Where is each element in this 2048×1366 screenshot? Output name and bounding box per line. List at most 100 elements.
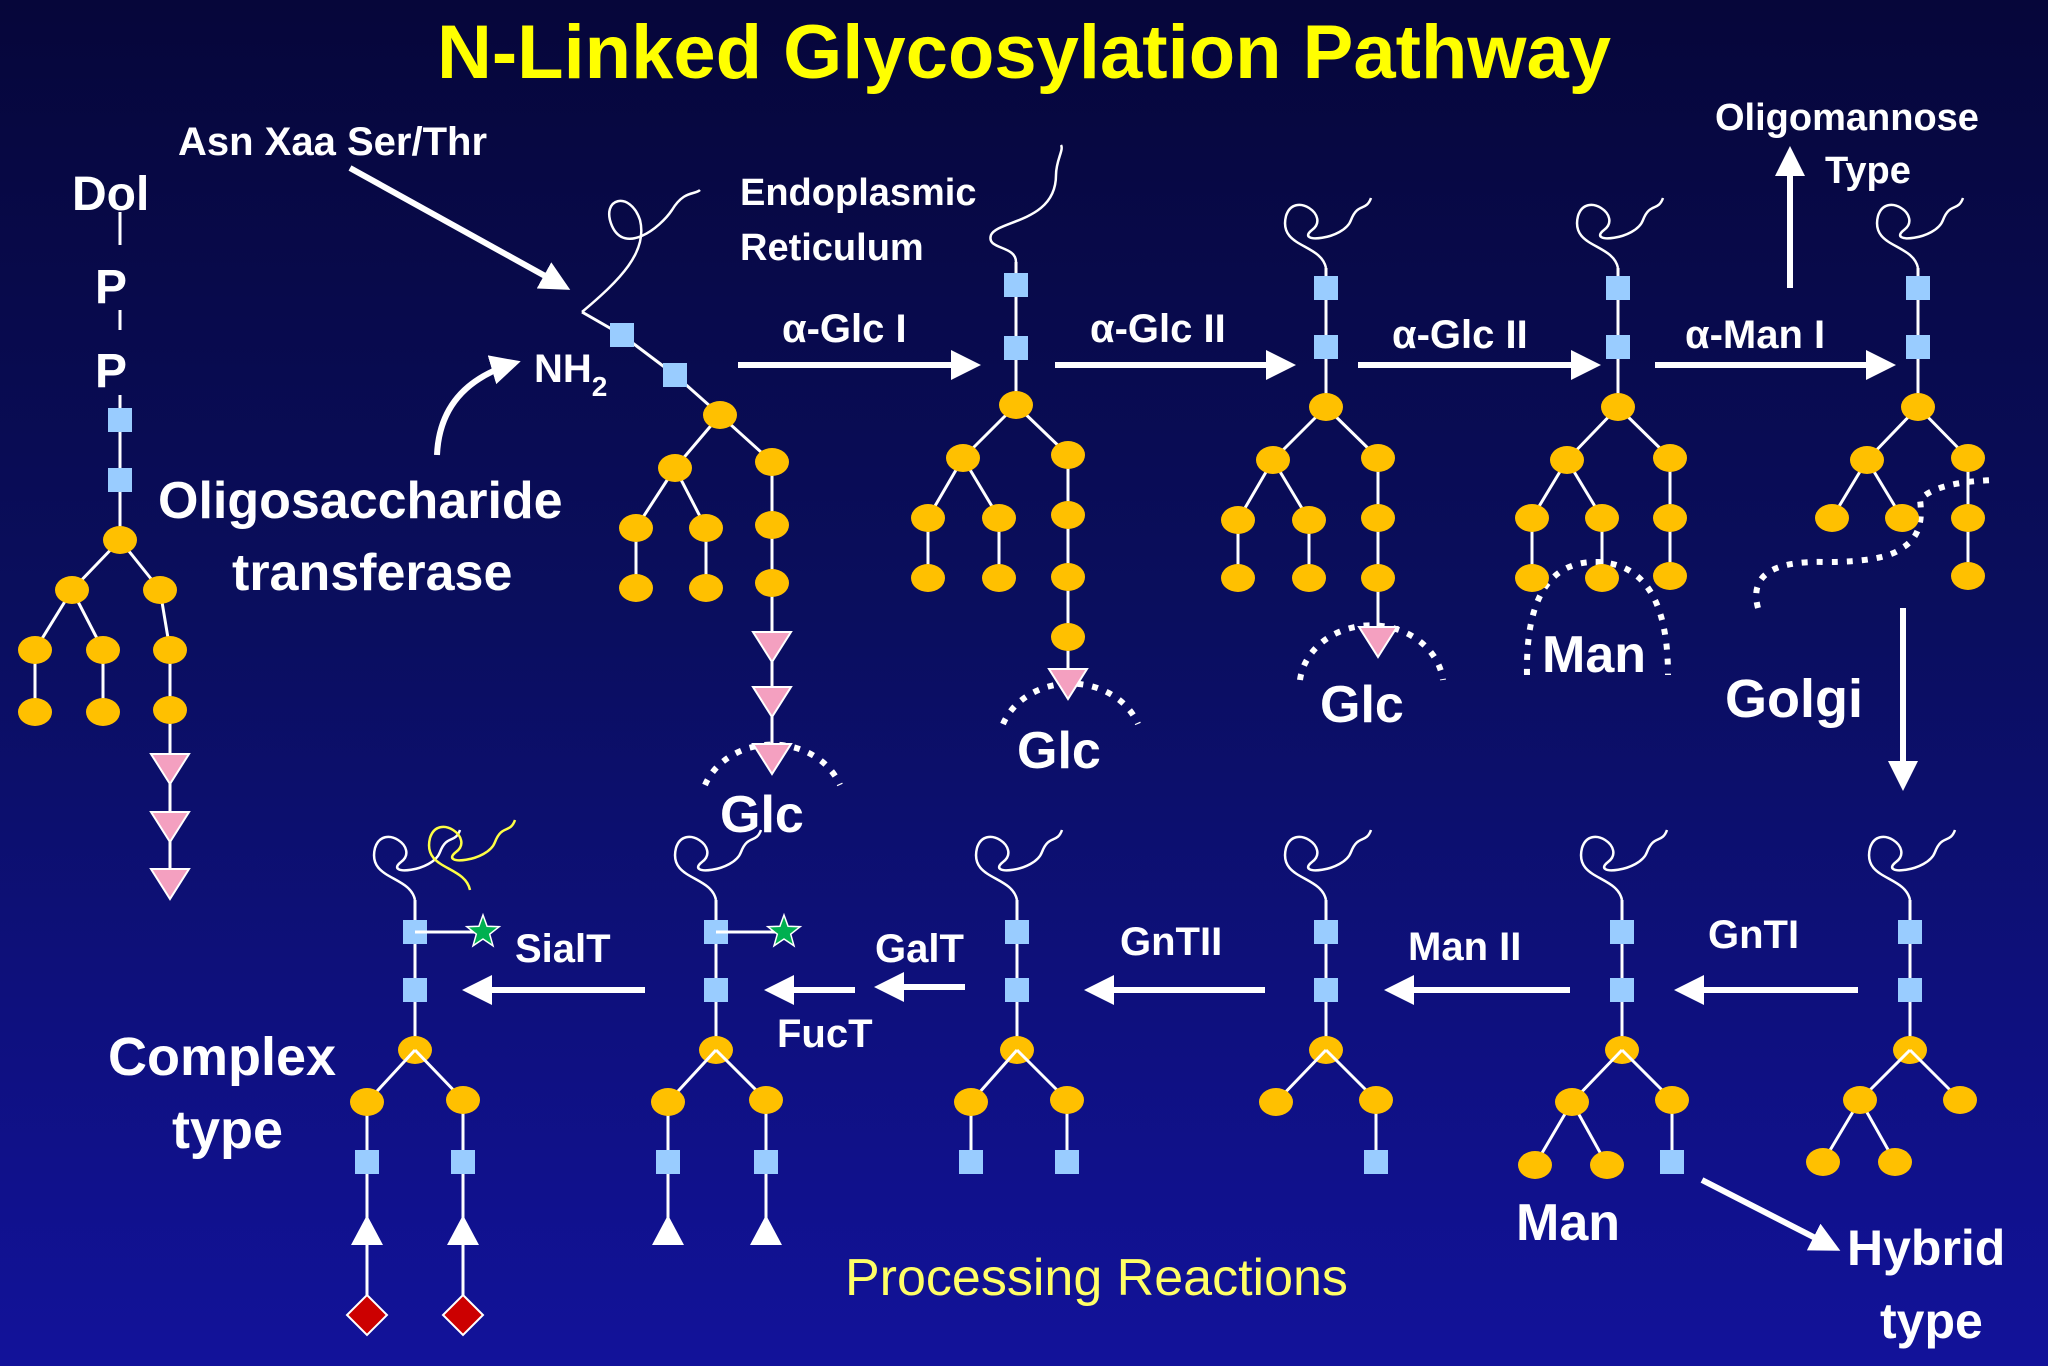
mannose-icon bbox=[446, 1086, 480, 1114]
enzyme-gnt1: GnTI bbox=[1708, 913, 1799, 957]
mannose-icon bbox=[619, 514, 653, 542]
mannose-icon bbox=[1590, 1151, 1624, 1179]
galactose-icon bbox=[750, 1215, 782, 1245]
cleavage-marks bbox=[702, 477, 1996, 787]
mannose-icon bbox=[1878, 1148, 1912, 1176]
glc-removed-label-2: Glc bbox=[1017, 722, 1101, 780]
glcnac-icon bbox=[1606, 335, 1630, 359]
glcnac-icon bbox=[1314, 978, 1338, 1002]
er-label-line2: Reticulum bbox=[740, 227, 924, 269]
mannose-icon bbox=[143, 576, 177, 604]
page-title: N-Linked Glycosylation Pathway bbox=[437, 10, 1611, 95]
ost-label-line2: transferase bbox=[232, 544, 512, 602]
man-removed-label: Man bbox=[1542, 626, 1646, 684]
protein-chain-icon bbox=[673, 829, 763, 901]
mannose-icon bbox=[1951, 562, 1985, 590]
mannose-icon bbox=[1361, 444, 1395, 472]
mannose-icon bbox=[1655, 1086, 1689, 1114]
mannose-icon bbox=[946, 444, 980, 472]
protein-chain-icon bbox=[372, 829, 462, 901]
mannose-icon bbox=[1555, 1088, 1589, 1116]
glcnac-icon bbox=[108, 408, 132, 432]
glcnac-icon bbox=[1004, 273, 1028, 297]
mannose-icon bbox=[1359, 1086, 1393, 1114]
mannose-icon bbox=[1601, 393, 1635, 421]
mannose-icon bbox=[749, 1086, 783, 1114]
glcnac-icon bbox=[1005, 920, 1029, 944]
mannose-icon bbox=[1850, 446, 1884, 474]
glcnac-icon bbox=[1906, 276, 1930, 300]
mannose-icon bbox=[1292, 506, 1326, 534]
mannose-icon bbox=[689, 574, 723, 602]
man-cleavage-arc bbox=[1523, 558, 1671, 676]
mannose-icon bbox=[755, 448, 789, 476]
enzyme-alpha-man-1: α-Man I bbox=[1685, 313, 1825, 357]
protein-chain-icon bbox=[1867, 829, 1957, 901]
protein-chain-icon bbox=[581, 188, 701, 313]
connector-layer bbox=[348, 146, 1996, 1251]
mannose-icon bbox=[1901, 393, 1935, 421]
mannose-icon bbox=[350, 1088, 384, 1116]
mannose-icon bbox=[1051, 501, 1085, 529]
mannose-icon bbox=[1051, 441, 1085, 469]
mannose-icon bbox=[1515, 504, 1549, 532]
mannose-icon bbox=[55, 576, 89, 604]
glucose-icon bbox=[149, 868, 191, 901]
sialic-acid-icon bbox=[441, 1293, 485, 1337]
glcnac-icon bbox=[1660, 1150, 1684, 1174]
mannose-icon bbox=[1653, 444, 1687, 472]
mannose-icon bbox=[153, 696, 187, 724]
mannose-icon bbox=[1259, 1088, 1293, 1116]
glc-removed-label-1: Glc bbox=[720, 786, 804, 844]
man-golgi-label: Man bbox=[1516, 1194, 1620, 1252]
mannose-icon bbox=[651, 1088, 685, 1116]
mannose-icon bbox=[1221, 506, 1255, 534]
protein-chain-icon bbox=[1575, 197, 1665, 269]
enzyme-alpha-glc-2b: α-Glc II bbox=[1392, 313, 1528, 357]
enzyme-galt: GalT bbox=[875, 927, 964, 971]
mannose-icon bbox=[1309, 393, 1343, 421]
glcnac-icon bbox=[1314, 920, 1338, 944]
er-label-line1: Endoplasmic bbox=[740, 172, 977, 214]
glcnac-icon bbox=[656, 1150, 680, 1174]
mannose-icon bbox=[658, 454, 692, 482]
mannose-icon bbox=[1292, 564, 1326, 592]
mannose-icon bbox=[1050, 1086, 1084, 1114]
glcnac-icon bbox=[704, 978, 728, 1002]
enzyme-fuct: FucT bbox=[777, 1012, 873, 1056]
mannose-icon bbox=[1943, 1086, 1977, 1114]
enzyme-sialt: SialT bbox=[515, 927, 611, 971]
glcnac-icon bbox=[108, 468, 132, 492]
glcnac-icon bbox=[663, 363, 687, 387]
glcnac-icon bbox=[1314, 335, 1338, 359]
glc-cleavage-arc-3 bbox=[1297, 622, 1446, 681]
glcnac-icon bbox=[1004, 336, 1028, 360]
nh2-label: NH2 bbox=[534, 347, 607, 402]
mannose-icon bbox=[755, 569, 789, 597]
glcnac-icon bbox=[1364, 1150, 1388, 1174]
complex-label-line1: Complex bbox=[108, 1027, 336, 1087]
mannose-icon bbox=[1550, 446, 1584, 474]
glcnac-icon bbox=[451, 1150, 475, 1174]
mannose-icon bbox=[703, 401, 737, 429]
mannose-icon bbox=[1361, 564, 1395, 592]
glcnac-icon bbox=[610, 323, 634, 347]
mannose-icon bbox=[619, 574, 653, 602]
mannose-icon bbox=[982, 504, 1016, 532]
processing-reactions-label: Processing Reactions bbox=[845, 1249, 1348, 1307]
complex-label-line2: type bbox=[172, 1100, 283, 1160]
protein-chain-icon bbox=[989, 144, 1063, 263]
mannose-icon bbox=[1951, 504, 1985, 532]
mannose-icon bbox=[1361, 504, 1395, 532]
mannose-icon bbox=[18, 698, 52, 726]
mannose-icon bbox=[1221, 564, 1255, 592]
mannose-icon bbox=[103, 526, 137, 554]
glc-removed-label-3: Glc bbox=[1320, 676, 1404, 734]
mannose-icon bbox=[1843, 1086, 1877, 1114]
glcnac-icon bbox=[1055, 1150, 1079, 1174]
glucose-icon bbox=[751, 631, 793, 664]
glycan-layer bbox=[18, 144, 1985, 1337]
mannose-icon bbox=[18, 636, 52, 664]
mannose-icon bbox=[954, 1088, 988, 1116]
mannose-icon bbox=[982, 564, 1016, 592]
